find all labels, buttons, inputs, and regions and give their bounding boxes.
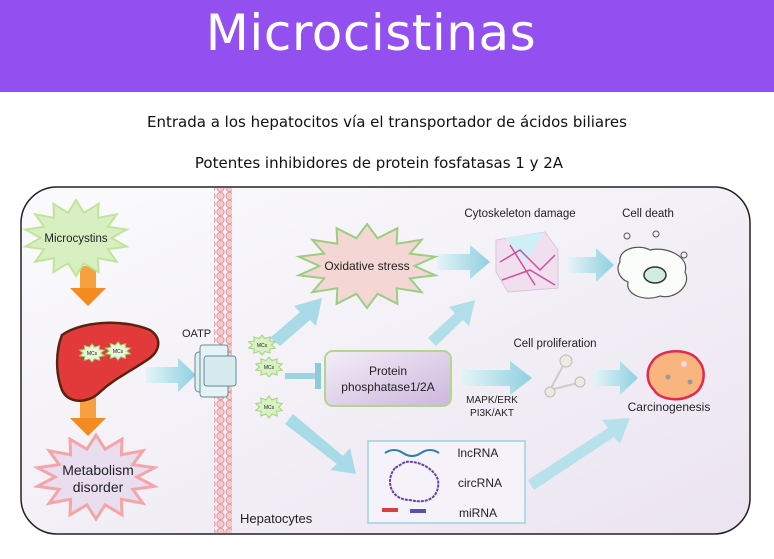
phosphatase-box: [324, 350, 452, 407]
phosphatase-label-1: Protein: [369, 364, 407, 378]
circrna-label: circRNA: [458, 476, 502, 490]
mcs-label: MCs: [87, 351, 98, 357]
arrow-liver-to-oatp: [146, 358, 196, 392]
mcs-label: MCs: [257, 343, 268, 349]
arrow-to-oxidative: [270, 298, 322, 346]
mcs-label: MCs: [264, 405, 275, 411]
arrow-phosphatase-to-cytoskeleton: [428, 300, 475, 346]
carcinogenesis-label: Carcinogenesis: [628, 400, 711, 414]
oatp-label: OATP: [182, 328, 211, 340]
cancer-cell-icon: [646, 350, 705, 401]
mcs-star-liver-2: [104, 341, 132, 361]
arrow-rna-to-carcinogenesis: [528, 418, 630, 490]
slide-title: Microcistinas: [205, 4, 537, 62]
cell-proliferation-label: Cell proliferation: [513, 338, 596, 350]
oatp-transporter-icon: [194, 344, 237, 398]
title-banner: Microcistinas: [0, 0, 774, 92]
mcs-star-liver-1: [78, 343, 106, 363]
mcs-label: MCs: [113, 349, 124, 355]
subtitle-transport: Entrada a los hepatocitos vía el transpo…: [147, 113, 627, 131]
mcs-star-2: [254, 356, 284, 378]
disorder-label: disorder: [73, 479, 124, 495]
liver-icon: [55, 321, 160, 402]
arrow-cytoskeleton-to-death: [568, 248, 614, 282]
subtitle-inhibitors: Potentes inhibidores de protein fosfatas…: [194, 154, 564, 172]
arrow-oxidative-to-cytoskeleton: [437, 245, 490, 279]
inhibition-line: [285, 363, 321, 389]
mcs-star-1: [247, 334, 277, 356]
cytoskeleton-icon: [495, 231, 559, 293]
microcystins-label: Microcystins: [44, 233, 108, 245]
lncrna-label: lncRNA: [458, 446, 499, 460]
arrow-to-proliferation: [462, 361, 532, 395]
metabolism-star: [32, 432, 160, 522]
oxidative-stress-star: [295, 222, 439, 310]
rna-icon: [382, 449, 440, 513]
metabolism-label: Metabolism: [62, 462, 134, 478]
pi3k-akt-label: PI3K/AKT: [470, 408, 514, 419]
mcs-star-3: [254, 395, 284, 419]
arrow-to-carcinogenesis: [594, 361, 638, 395]
microcystins-star: [22, 198, 130, 278]
phosphatase-label-2: phosphatase1/2A: [341, 380, 434, 394]
proliferating-cells-icon: [544, 354, 586, 398]
cell-death-label: Cell death: [622, 208, 674, 220]
mapk-erk-label: MAPK/ERK: [466, 395, 518, 406]
hepatocytes-label: Hepatocytes: [240, 511, 313, 526]
orange-arrow-down-1: [70, 266, 106, 306]
mcs-label: MCs: [264, 365, 275, 371]
cytoskeleton-label: Cytoskeleton damage: [464, 208, 575, 220]
oxidative-stress-label: Oxidative stress: [324, 259, 409, 273]
mirna-label: miRNA: [459, 506, 497, 520]
arrow-to-rna: [285, 414, 356, 474]
dead-cell-icon: [617, 230, 688, 299]
